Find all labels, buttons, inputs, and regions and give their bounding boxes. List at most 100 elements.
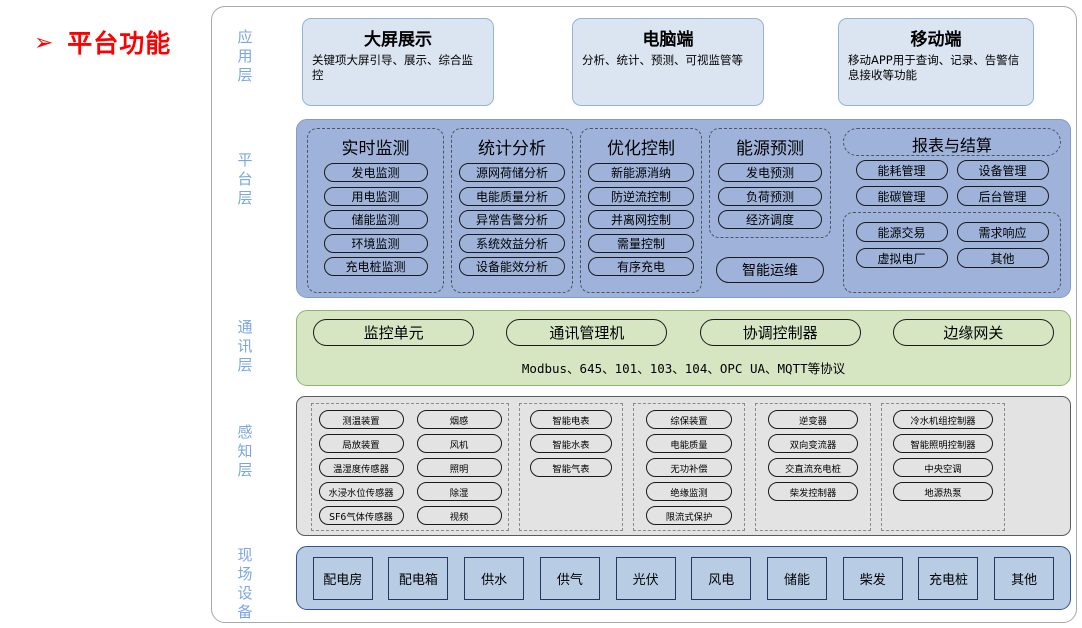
communication-devices: 监控单元 通讯管理机 协调控制器 边缘网关	[297, 311, 1070, 346]
layer-label-char: 讯	[237, 337, 253, 355]
platform-group-optimize: 优化控制新能源消纳防逆流控制并离网控制需量控制有序充电	[580, 128, 702, 293]
report-pill[interactable]: 能耗管理	[855, 160, 948, 180]
platform-pill[interactable]: 储能监测	[323, 210, 428, 229]
protocol-list: Modbus、645、101、103、104、OPC UA、MQTT等协议	[521, 361, 846, 376]
platform-group-title: 实时监测	[341, 139, 410, 159]
field-device-box[interactable]: 充电桩	[918, 556, 979, 600]
platform-pill[interactable]: 需量控制	[588, 233, 694, 253]
sensing-pill[interactable]: 风机	[416, 434, 502, 453]
report-title-capsule: 报表与结算	[843, 128, 1061, 156]
report-pill[interactable]: 后台管理	[956, 186, 1049, 206]
report-sub-group: 能源交易需求响应虚拟电厂其他	[843, 212, 1061, 293]
platform-pill[interactable]: 经济调度	[718, 210, 822, 229]
app-box-bigscreen[interactable]: 大屏展示 关键项大屏引导、展示、综合监控	[302, 18, 494, 106]
layer-label-field: 现场设备	[231, 546, 259, 622]
report-main-items: 能耗管理设备管理能碳管理后台管理	[843, 160, 1061, 206]
field-device-box[interactable]: 柴发	[842, 556, 903, 600]
sensing-pill[interactable]: 电能质量	[646, 434, 732, 453]
platform-pill[interactable]: 异常告警分析	[459, 210, 565, 229]
sensing-pill[interactable]: 综保装置	[646, 410, 732, 429]
platform-pill[interactable]: 环境监测	[323, 233, 428, 253]
report-sub-pill[interactable]: 其他	[956, 248, 1049, 268]
sensing-pill[interactable]: 水浸水位传感器	[318, 482, 404, 501]
page-title: 平台功能	[67, 29, 172, 58]
communication-pill[interactable]: 边缘网关	[892, 319, 1054, 346]
platform-pill[interactable]: 负荷预测	[718, 186, 822, 206]
field-device-box[interactable]: 光伏	[615, 556, 676, 600]
platform-group-statistics: 统计分析源网荷储分析电能质量分析异常告警分析系统效益分析设备能效分析	[451, 128, 573, 293]
sensing-pill[interactable]: 温湿度传感器	[318, 458, 404, 477]
platform-pill[interactable]: 有序充电	[588, 257, 694, 276]
sensing-pill[interactable]: 局放装置	[318, 434, 404, 453]
sensing-pill[interactable]: 照明	[416, 458, 502, 477]
sensing-pill[interactable]: 测温装置	[318, 410, 404, 429]
sensing-pill[interactable]: 无功补偿	[646, 458, 732, 477]
layer-label-char: 台	[237, 170, 253, 188]
report-pill[interactable]: 设备管理	[956, 160, 1049, 180]
field-device-box[interactable]: 储能	[767, 556, 828, 600]
platform-pill[interactable]: 电能质量分析	[459, 186, 565, 206]
sensing-column: 烟感风机照明除湿视频	[416, 410, 502, 530]
layer-label-char: 设	[237, 584, 253, 602]
field-device-box[interactable]: 配电房	[312, 556, 373, 600]
field-device-box[interactable]: 供气	[539, 556, 600, 600]
platform-layer-panel: 实时监测发电监测用电监测储能监测环境监测充电桩监测 统计分析源网荷储分析电能质量…	[296, 119, 1071, 298]
communication-pill[interactable]: 协调控制器	[699, 319, 861, 346]
platform-group-forecast: 能源预测发电预测负荷预测经济调度	[709, 128, 831, 238]
field-device-box[interactable]: 其他	[994, 556, 1055, 600]
layer-label-communication: 通讯层	[231, 318, 259, 375]
platform-pill[interactable]: 新能源消纳	[588, 163, 694, 182]
report-sub-pill[interactable]: 能源交易	[855, 222, 948, 242]
platform-pill[interactable]: 发电预测	[718, 163, 822, 182]
sensing-pill[interactable]: 智能照明控制器	[893, 434, 993, 453]
sensing-pill[interactable]: 绝缘监测	[646, 482, 732, 501]
sensing-pill[interactable]: 智能水表	[530, 434, 612, 453]
field-device-box[interactable]: 配电箱	[388, 556, 449, 600]
platform-pill-ops[interactable]: 智能运维	[716, 257, 824, 283]
sensing-pill[interactable]: SF6气体传感器	[318, 506, 404, 525]
platform-pill[interactable]: 充电桩监测	[323, 257, 428, 276]
sensing-pill[interactable]: 逆变器	[768, 410, 858, 429]
slide-title: ➢ 平台功能	[34, 24, 171, 60]
communication-pill[interactable]: 通讯管理机	[506, 319, 668, 346]
layer-label-char: 备	[237, 603, 253, 621]
layer-label-sensing: 感知层	[231, 423, 259, 480]
sensing-pill[interactable]: 智能电表	[530, 410, 612, 429]
sensing-pill[interactable]: 中央空调	[893, 458, 993, 477]
app-box-title: 大屏展示	[364, 30, 432, 50]
communication-pill[interactable]: 监控单元	[313, 319, 475, 346]
sensing-pill[interactable]: 智能气表	[530, 458, 612, 477]
sensing-group: 冷水机组控制器智能照明控制器中央空调地源热泵	[881, 403, 1005, 531]
app-box-mobile[interactable]: 移动端 移动APP用于查询、记录、告警信息接收等功能	[838, 18, 1034, 106]
report-sub-items: 能源交易需求响应虚拟电厂其他	[844, 213, 1060, 268]
sensing-pill[interactable]: 地源热泵	[893, 482, 993, 501]
field-device-box[interactable]: 风电	[691, 556, 752, 600]
sensing-pill[interactable]: 烟感	[416, 410, 502, 429]
sensing-column: 测温装置局放装置温湿度传感器水浸水位传感器 SF6气体传感器	[318, 410, 404, 530]
sensing-pill[interactable]: 视频	[416, 506, 502, 525]
layer-label-char: 通	[237, 318, 253, 336]
sensing-pill[interactable]: 除湿	[416, 482, 502, 501]
sensing-pill[interactable]: 双向变流器	[768, 434, 858, 453]
field-device-box[interactable]: 供水	[464, 556, 525, 600]
platform-pill[interactable]: 源网荷储分析	[459, 163, 565, 182]
app-box-desktop[interactable]: 电脑端 分析、统计、预测、可视监管等	[572, 18, 764, 106]
sensing-pill[interactable]: 限流式保护	[646, 506, 732, 525]
platform-pill[interactable]: 系统效益分析	[459, 233, 565, 253]
sensing-pill[interactable]: 柴发控制器	[768, 482, 858, 501]
sensing-pill[interactable]: 交直流充电桩	[768, 458, 858, 477]
app-box-desc: 移动APP用于查询、记录、告警信息接收等功能	[848, 53, 1020, 82]
platform-pill[interactable]: 并离网控制	[588, 210, 694, 229]
platform-group-title: 能源预测	[736, 139, 804, 159]
report-sub-pill[interactable]: 虚拟电厂	[855, 248, 948, 268]
sensing-group: 智能电表智能水表智能气表	[519, 403, 623, 531]
layer-label-platform: 平台层	[231, 151, 259, 208]
sensing-group: 逆变器双向变流器交直流充电桩柴发控制器	[755, 403, 871, 531]
platform-pill[interactable]: 设备能效分析	[459, 257, 565, 276]
platform-pill[interactable]: 发电监测	[323, 163, 428, 182]
platform-pill[interactable]: 用电监测	[323, 186, 428, 206]
report-sub-pill[interactable]: 需求响应	[956, 222, 1049, 242]
platform-pill[interactable]: 防逆流控制	[588, 186, 694, 206]
report-pill[interactable]: 能碳管理	[855, 186, 948, 206]
sensing-pill[interactable]: 冷水机组控制器	[893, 410, 993, 429]
